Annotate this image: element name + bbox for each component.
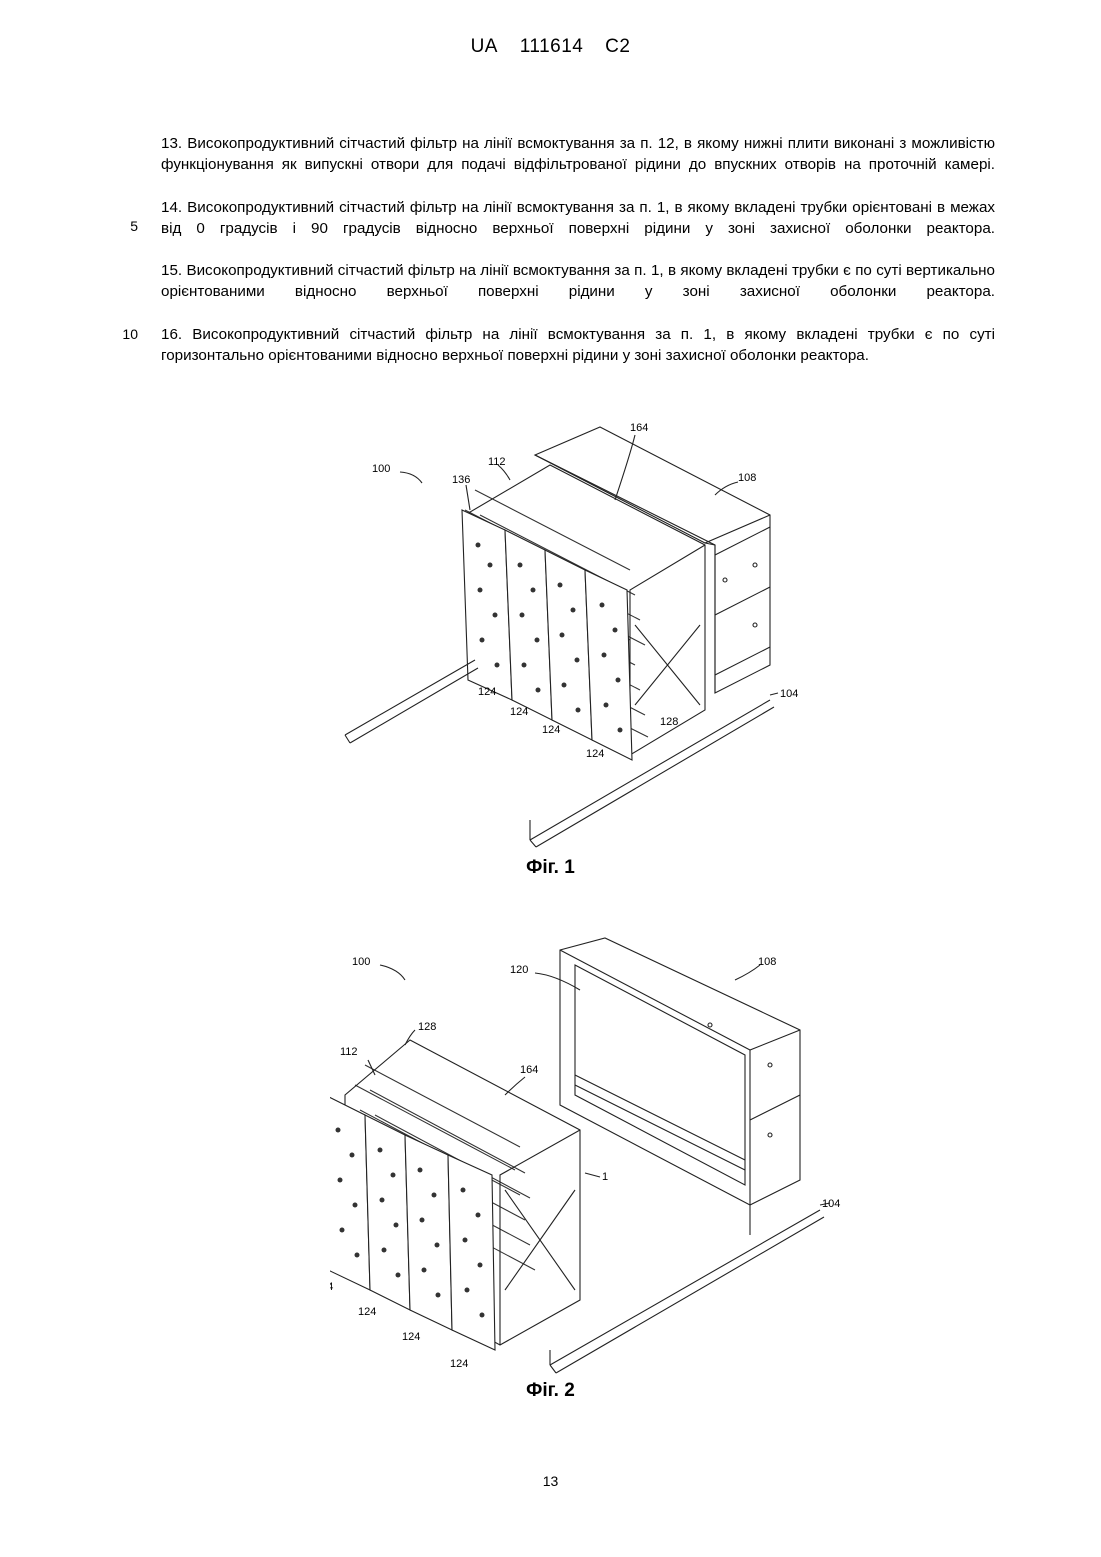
fig2-label-120: 120 bbox=[510, 964, 528, 976]
fig1-label-100: 100 bbox=[372, 463, 390, 475]
fig2-label-104: 104 bbox=[822, 1198, 840, 1210]
country-code: UA bbox=[471, 36, 498, 57]
line-number-5: 5 bbox=[108, 218, 138, 234]
fig1-label-124-d: 124 bbox=[586, 748, 604, 760]
line-number-10: 10 bbox=[108, 326, 138, 342]
fig1-label-164: 164 bbox=[630, 422, 648, 434]
fig2-label-100: 100 bbox=[352, 956, 370, 968]
patent-kind: C2 bbox=[605, 36, 630, 57]
fig2-label-112: 112 bbox=[340, 1046, 358, 1058]
fig2-label-124-c: 124 bbox=[402, 1331, 420, 1343]
figure-2-drawing: 100 120 108 128 136 112 164 1 104 124 12… bbox=[330, 935, 860, 1375]
fig1-label-112: 112 bbox=[488, 456, 506, 468]
fig1-label-136: 136 bbox=[452, 474, 470, 486]
fig1-label-128: 128 bbox=[660, 716, 678, 728]
claim-15: 15. Високопродуктивний сітчастий фільтр … bbox=[161, 260, 995, 324]
page-number: 13 bbox=[0, 1473, 1101, 1489]
fig2-label-128: 128 bbox=[418, 1021, 436, 1033]
figure-1-drawing: 100 112 136 164 108 104 128 124 124 124 … bbox=[330, 415, 810, 855]
fig1-label-124-c: 124 bbox=[542, 724, 560, 736]
patent-header: UA 111614 C2 bbox=[0, 36, 1101, 58]
fig1-label-124-a: 124 bbox=[478, 686, 496, 698]
figure-2-caption: Фіг. 2 bbox=[0, 1380, 1101, 1402]
fig2-label-124-d: 124 bbox=[450, 1358, 468, 1370]
fig1-label-108: 108 bbox=[738, 472, 756, 484]
claim-14: 14. Високопродуктивний сітчастий фільтр … bbox=[161, 197, 995, 261]
patent-number: 111614 bbox=[520, 36, 584, 57]
claim-13: 13. Високопродуктивний сітчастий фільтр … bbox=[161, 133, 995, 197]
fig2-label-124-a: 124 bbox=[330, 1281, 333, 1293]
figure-1-caption: Фіг. 1 bbox=[0, 857, 1101, 879]
fig1-label-124-b: 124 bbox=[510, 706, 528, 718]
fig2-label-164: 164 bbox=[520, 1064, 538, 1076]
fig2-label-108: 108 bbox=[758, 956, 776, 968]
fig2-label-1: 1 bbox=[602, 1171, 608, 1183]
fig1-label-104: 104 bbox=[780, 688, 798, 700]
claims-text: 13. Високопродуктивний сітчастий фільтр … bbox=[161, 133, 995, 366]
claim-16: 16. Високопродуктивний сітчастий фільтр … bbox=[161, 324, 995, 366]
fig2-label-124-b: 124 bbox=[358, 1306, 376, 1318]
